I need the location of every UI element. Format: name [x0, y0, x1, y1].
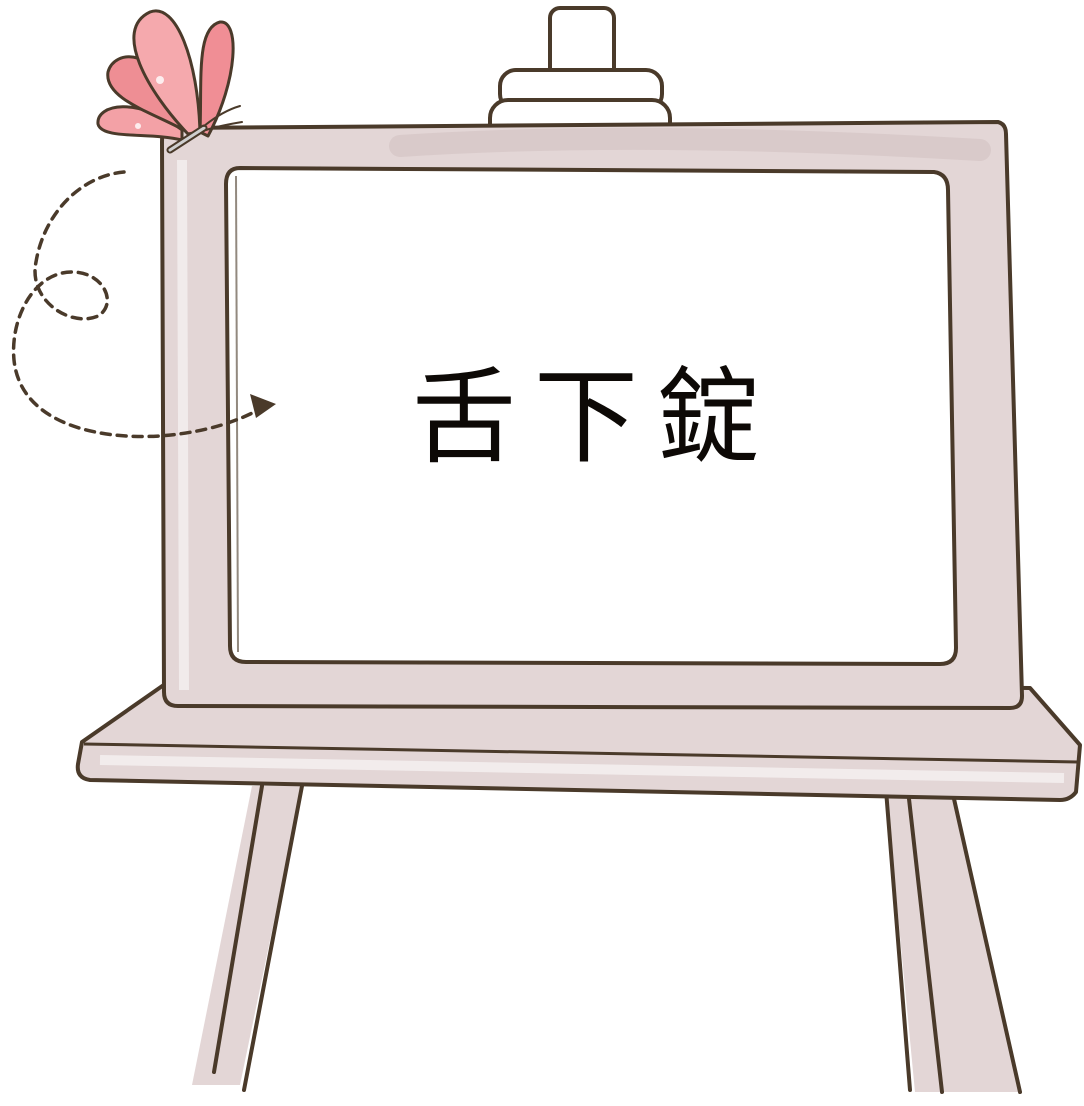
easel-shelf [75, 680, 1082, 802]
easel-leg-right [884, 788, 1022, 1094]
board-surface [224, 166, 958, 666]
board-title: 舌下錠 [411, 356, 778, 478]
dashed-arrow-icon [11, 170, 276, 439]
easel-leg-left [192, 784, 304, 1092]
butterfly-icon [96, 9, 243, 154]
